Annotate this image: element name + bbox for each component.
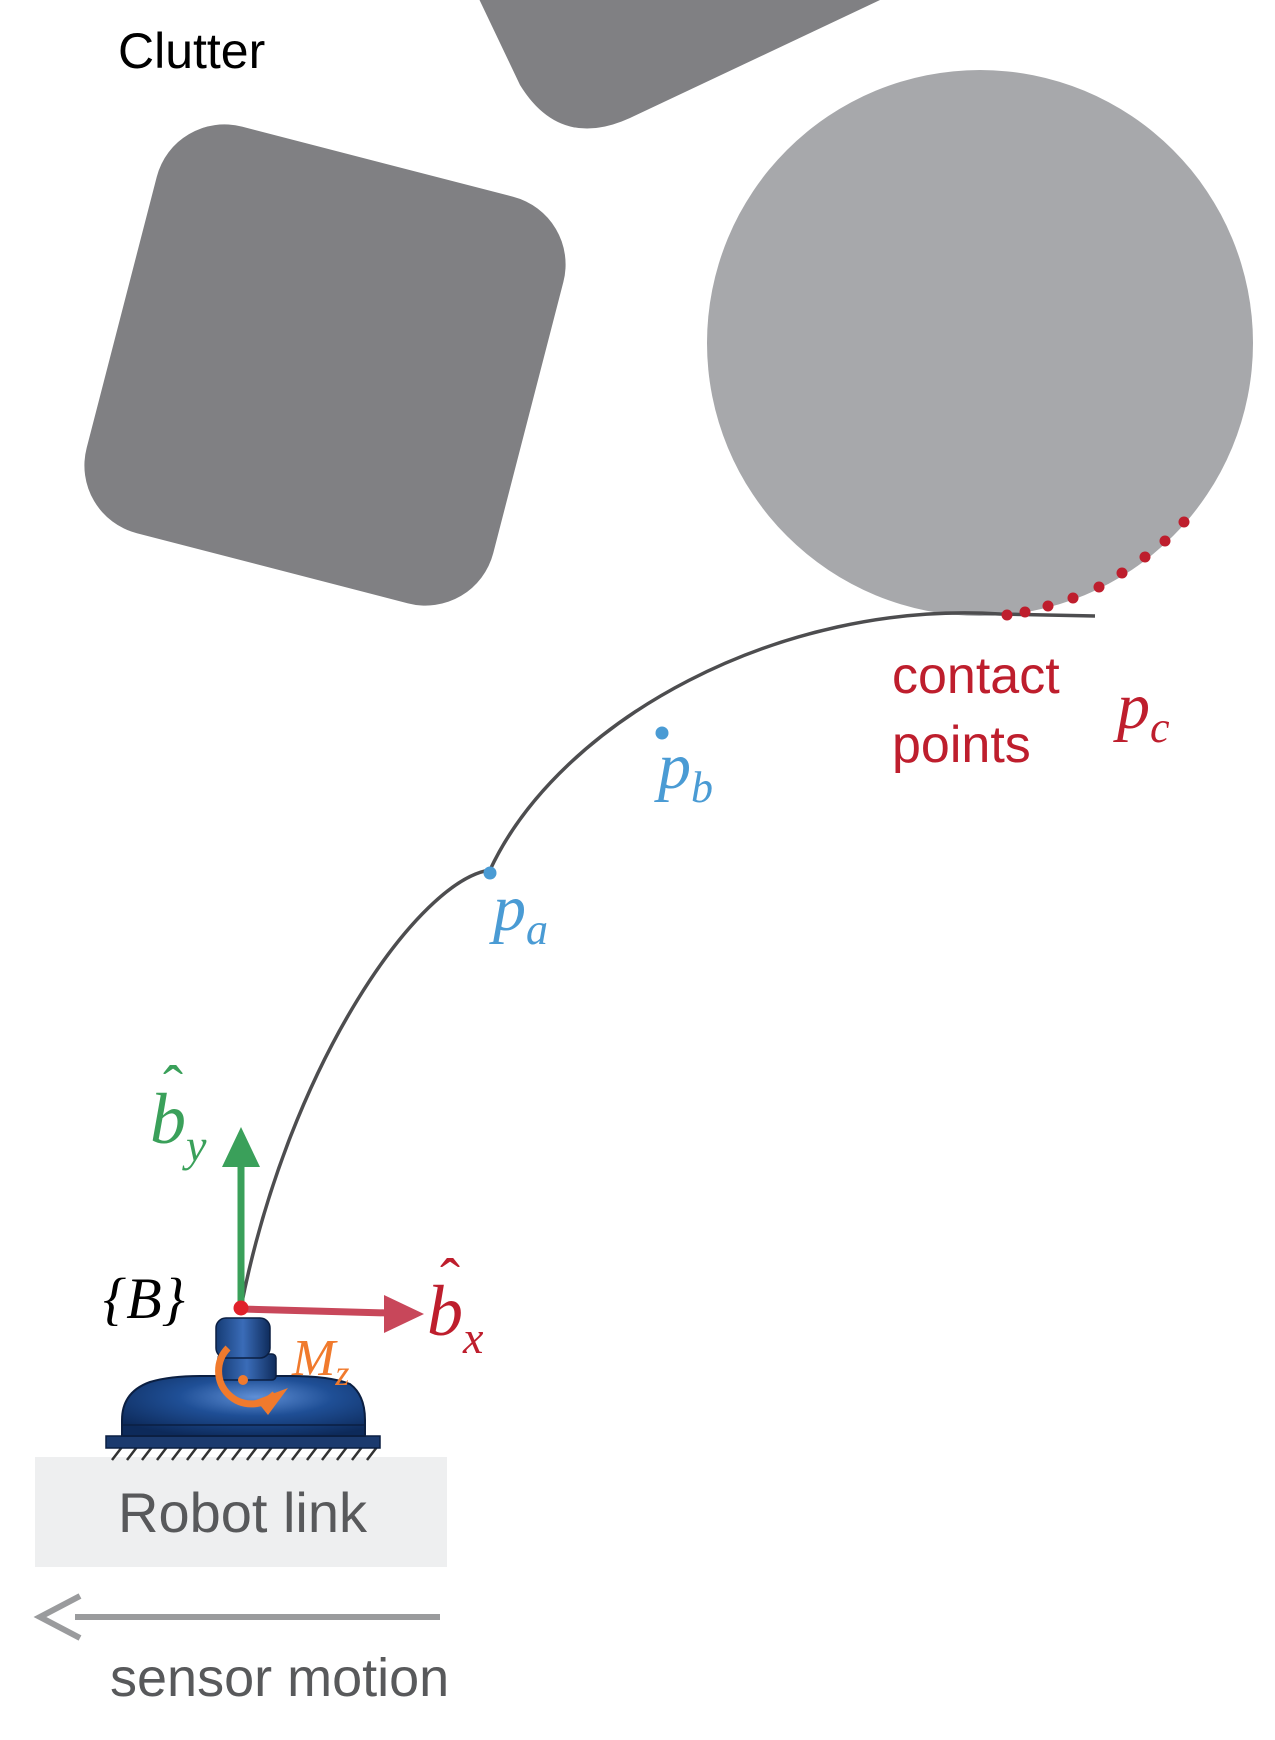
contact-point [1139, 551, 1151, 563]
pb-symbol: pb [654, 730, 713, 812]
axis-by-arrowhead [222, 1127, 260, 1167]
marker-pb [655, 726, 669, 740]
marker-pa [483, 866, 497, 880]
contact-points-label-line2: points [892, 716, 1031, 774]
pa-symbol: pa [489, 872, 548, 954]
obstacle-circle [707, 70, 1253, 616]
pc-sub: c [1150, 703, 1170, 752]
obstacle-rounded-square [84, 124, 566, 606]
mz-sub: z [334, 1353, 349, 1393]
contact-point [1019, 606, 1031, 618]
contact-points-label-line1: contact [892, 647, 1060, 705]
pc-base: p [1113, 670, 1150, 743]
contact-point [1042, 600, 1054, 612]
clutter-label: Clutter [118, 23, 265, 79]
contact-point [1178, 516, 1190, 528]
axis-bx-shaft [240, 1305, 389, 1317]
bx-hat: ˆ [440, 1247, 460, 1313]
mz-base: M [291, 1330, 338, 1387]
robot-link-label: Robot link [118, 1481, 368, 1544]
contact-point [1067, 592, 1079, 604]
contact-point [1093, 581, 1105, 593]
contact-points [1001, 516, 1190, 621]
sensor-motion-arrowhead [33, 1593, 82, 1641]
axis-bx-arrowhead [384, 1295, 424, 1333]
by-symbol: by [150, 1079, 207, 1171]
pb-sub: b [691, 763, 713, 812]
whisker-wire [239, 611, 1096, 1308]
mz-symbol: Mz [291, 1330, 349, 1393]
moment-arrow-mz [215, 1345, 288, 1415]
bx-symbol: bx [427, 1271, 484, 1363]
by-base: b [150, 1079, 186, 1159]
bx-sub: x [462, 1312, 484, 1363]
ground-hatch [111, 1446, 378, 1461]
contact-point [1159, 535, 1171, 547]
pc-symbol: pc [1113, 670, 1170, 752]
bx-base: b [427, 1271, 463, 1351]
by-sub: y [182, 1120, 207, 1171]
frame-origin [233, 1300, 249, 1316]
frame-label: {B} [103, 1266, 185, 1331]
obstacle-rounded-top [479, 0, 880, 129]
pb-base: p [654, 730, 691, 803]
by-hat: ˆ [163, 1054, 183, 1120]
sensor-base-plate [105, 1435, 381, 1449]
contact-point [1116, 567, 1128, 579]
robot-link-block [35, 1457, 447, 1567]
sensor-cap [215, 1317, 271, 1359]
pa-base: p [489, 872, 526, 945]
pa-sub: a [526, 905, 548, 954]
sensor-motion-label: sensor motion [110, 1648, 449, 1708]
contact-point [1001, 609, 1013, 621]
